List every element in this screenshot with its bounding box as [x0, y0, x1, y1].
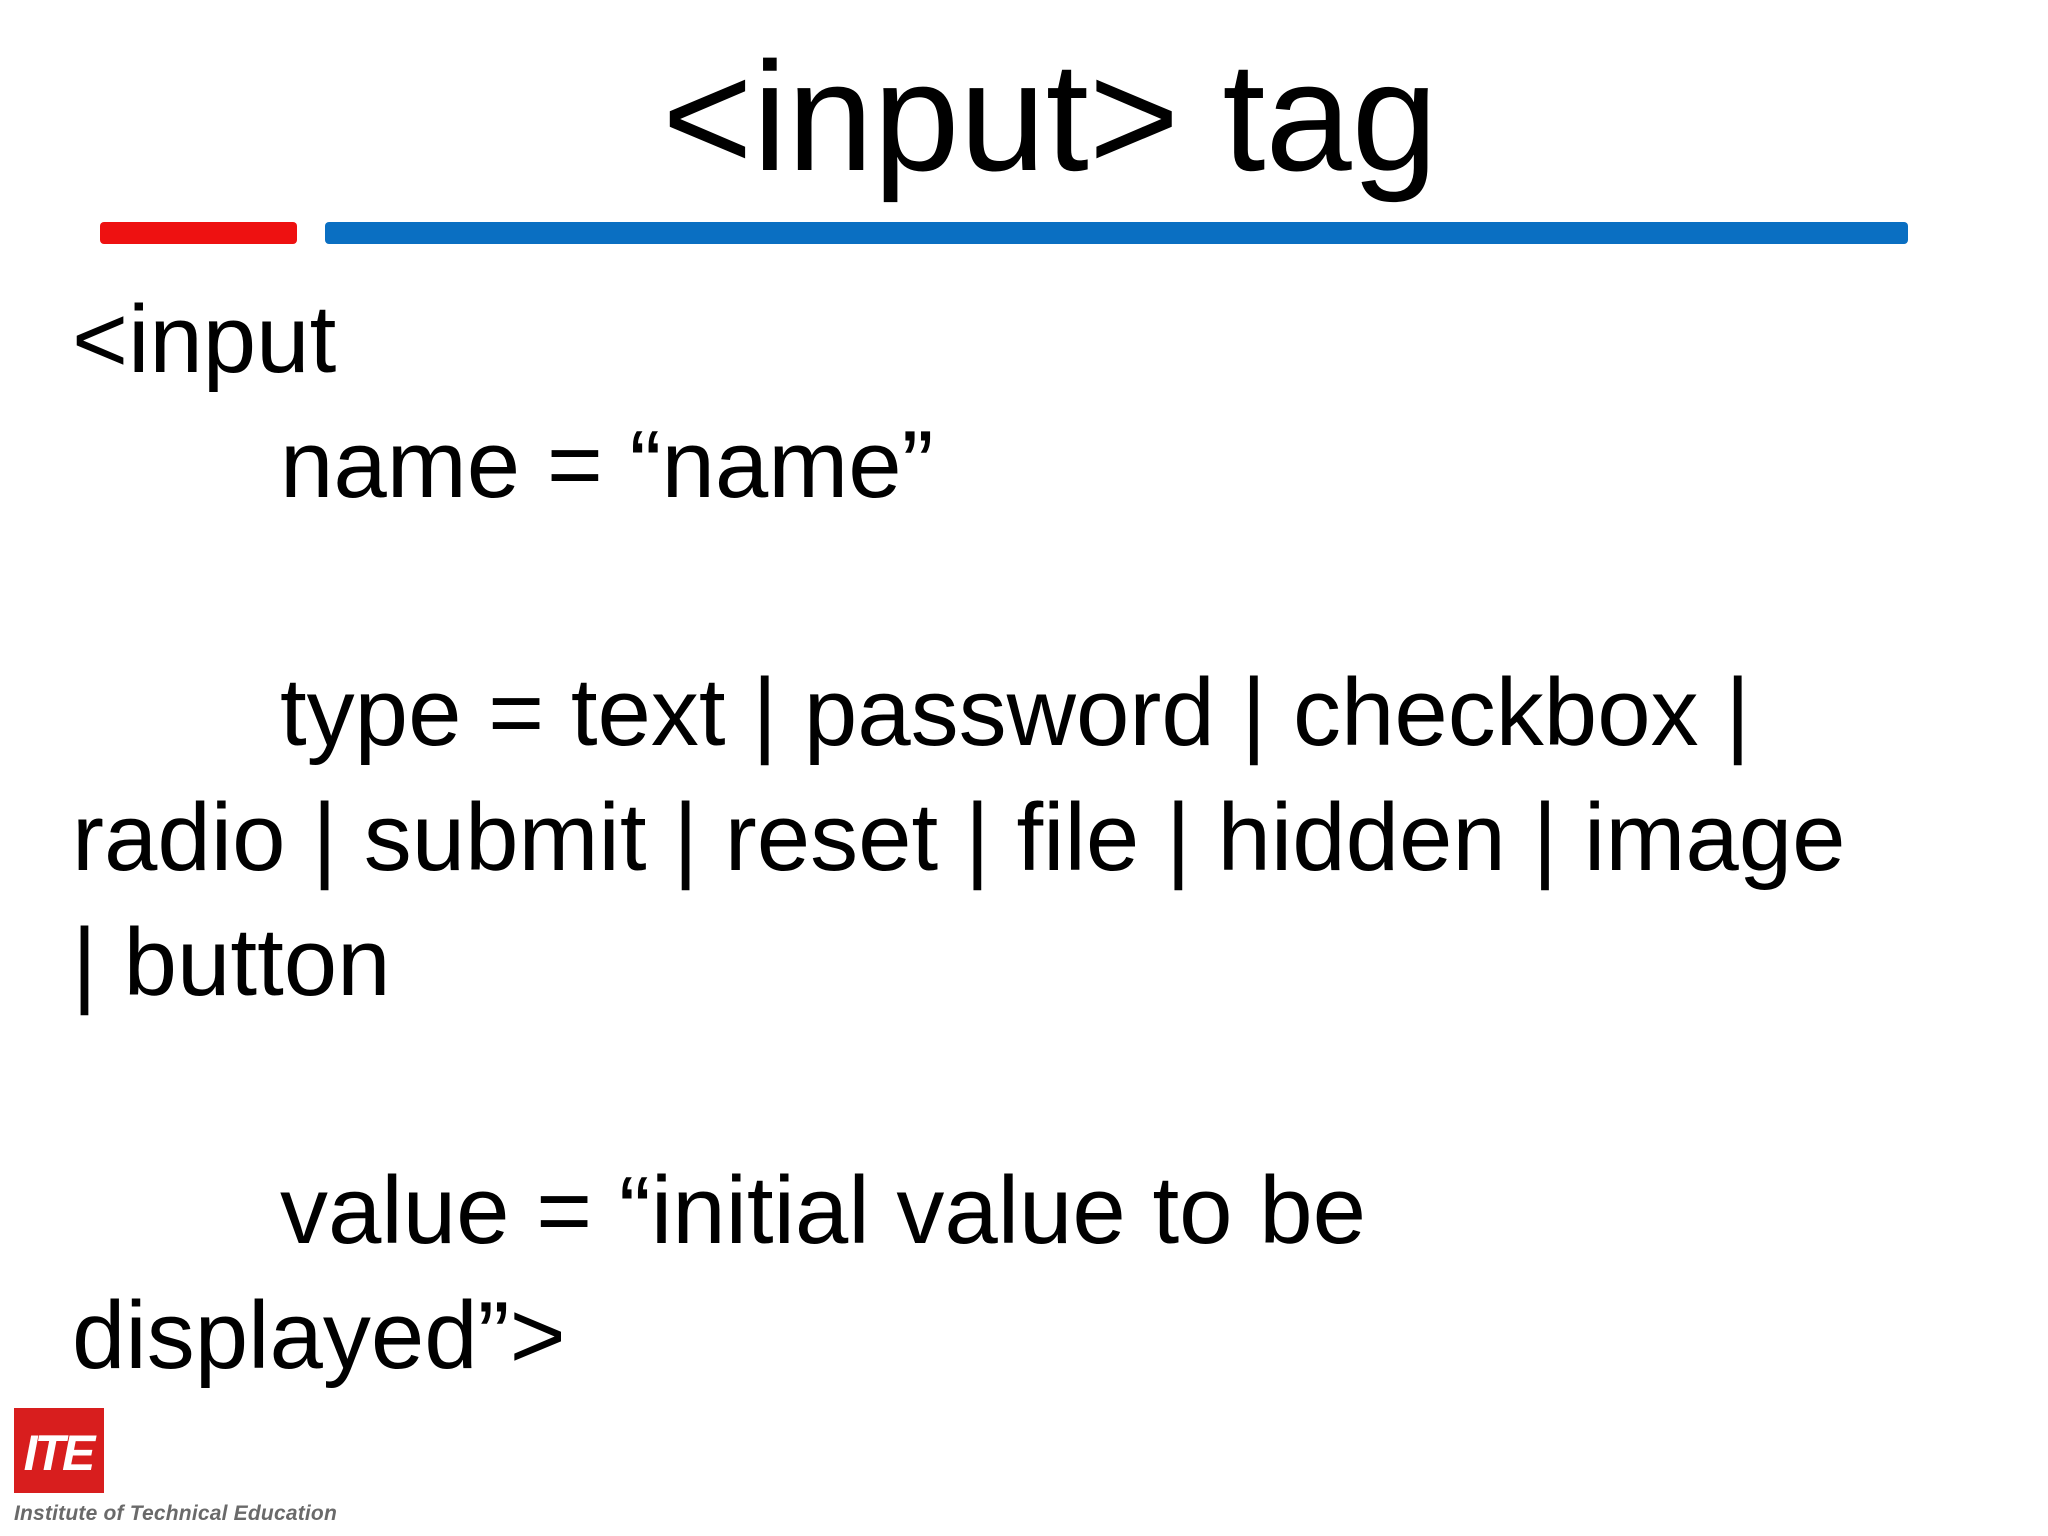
code-line-input-open: <input	[72, 286, 337, 393]
ite-logo-mark: ITE	[14, 1408, 104, 1493]
slide-title: <input> tag	[662, 30, 1438, 203]
title-underline-red	[100, 222, 297, 244]
svg-text:ITE: ITE	[24, 1425, 97, 1481]
code-line-input-close: displayed”>	[72, 1282, 566, 1389]
title-underline-blue	[325, 222, 1908, 244]
code-line-value-attr: value = “initial value to be	[280, 1157, 1366, 1264]
code-line-type-values: radio | submit | reset | file | hidden |…	[72, 784, 1846, 891]
ite-logo: ITE Institute of Technical Education	[14, 1408, 364, 1528]
code-line-type-values-end: | button	[72, 909, 391, 1016]
code-line-type-attr: type = text | password | checkbox |	[280, 659, 1751, 766]
code-line-name-attr: name = “name”	[280, 411, 934, 518]
ite-logo-caption: Institute of Technical Education	[14, 1502, 337, 1525]
